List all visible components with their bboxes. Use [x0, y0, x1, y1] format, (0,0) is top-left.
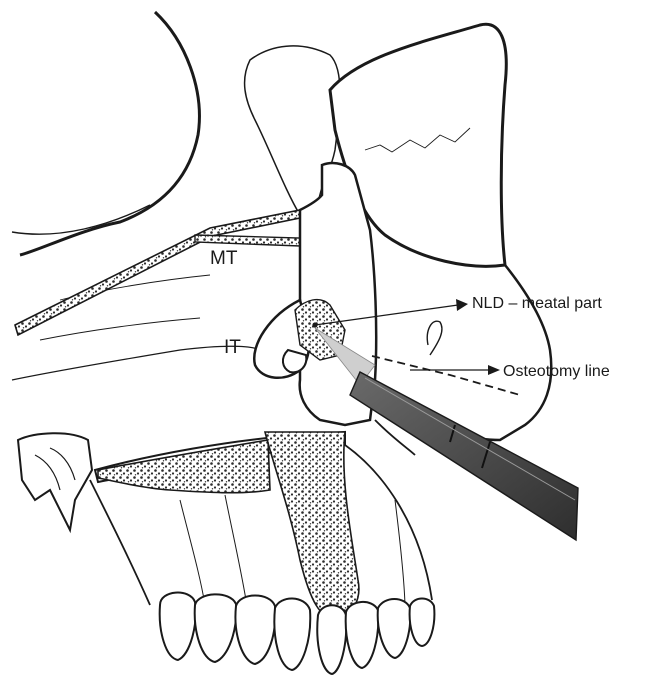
label-mt: MT [210, 248, 238, 269]
maxillary-cancellous-wedge [265, 432, 359, 620]
tooth [410, 599, 435, 647]
premaxilla-fragment [18, 433, 92, 530]
tooth [317, 605, 346, 674]
tooth [346, 602, 379, 668]
lateral-wall-outline [12, 346, 260, 380]
tooth [235, 596, 275, 665]
nld-arrowhead [456, 299, 468, 311]
tooth [274, 598, 310, 670]
middle-turbinate-strip [195, 235, 300, 246]
teeth-row [160, 593, 435, 674]
ala-inner [427, 321, 442, 355]
osteotomy-arrowhead [488, 365, 500, 375]
tooth [195, 594, 237, 662]
label-it: IT [224, 337, 241, 358]
tooth [378, 599, 411, 658]
middle-turbinate-band [15, 210, 300, 335]
nld-pointer-dot [312, 322, 317, 327]
surgical-instrument [350, 372, 578, 540]
orbit-outline [20, 12, 199, 255]
inferior-turbinate-inner [283, 350, 306, 372]
label-osteotomy-line: Osteotomy line [503, 363, 610, 380]
label-nld-meatal-part: NLD – meatal part [472, 295, 602, 312]
tooth [160, 593, 196, 660]
palate-cancellous [98, 440, 270, 493]
osteotomy-line [372, 356, 520, 395]
